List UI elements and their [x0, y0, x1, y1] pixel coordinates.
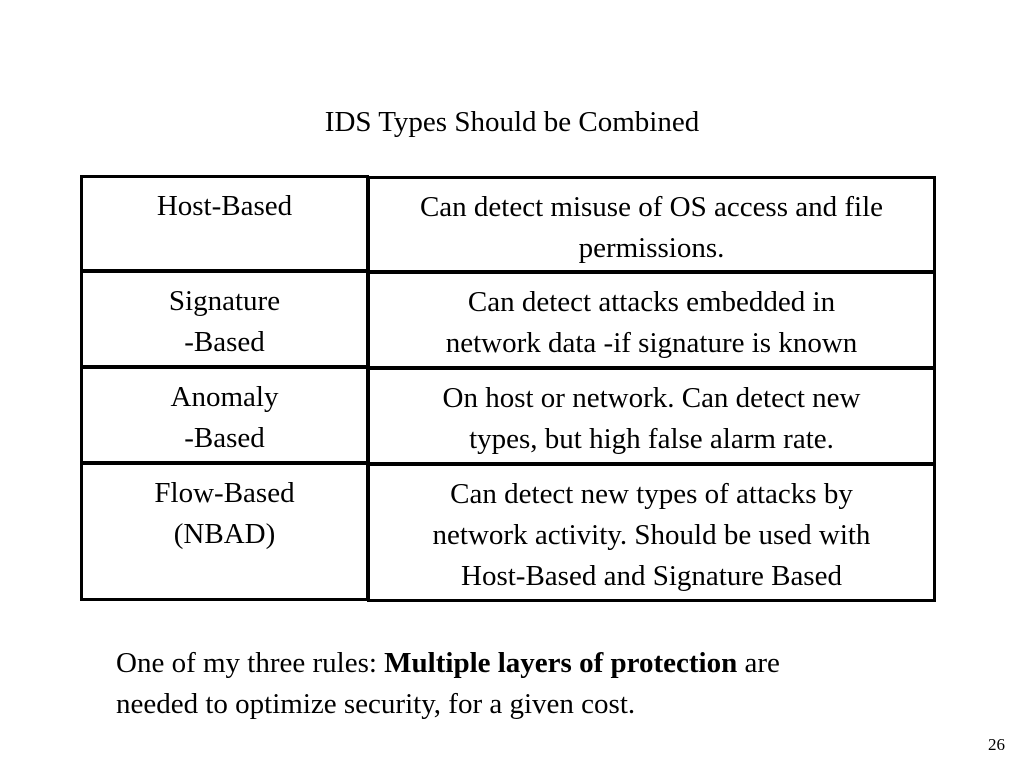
slide-title: IDS Types Should be Combined: [324, 106, 700, 138]
description-line: permissions.: [578, 232, 725, 264]
description-line: Can detect attacks embedded in: [467, 286, 836, 318]
type-label-line: -Based: [184, 326, 265, 358]
description-line: network activity. Should be used with: [432, 519, 871, 551]
table-row-type-cell: Flow-Based (NBAD): [80, 462, 369, 601]
footer-line-1: One of my three rules: Multiple layers o…: [116, 643, 936, 684]
type-label-line: Anomaly: [170, 381, 279, 413]
table-row-type-cell: Signature -Based: [80, 270, 369, 368]
description-line: Can detect new types of attacks by: [450, 478, 853, 510]
table-row-type-cell: Host-Based: [80, 175, 369, 272]
description-line: Can detect misuse of OS access and file: [419, 191, 884, 223]
table-row-description-cell: On host or network. Can detect new types…: [367, 367, 936, 465]
type-label-line: -Based: [184, 422, 265, 454]
type-label-line: Host-Based: [156, 190, 293, 222]
footer-suffix: are: [737, 647, 780, 679]
table-row-type-cell: Anomaly -Based: [80, 366, 369, 464]
description-line: On host or network. Can detect new: [442, 382, 861, 414]
footer-line-2: needed to optimize security, for a given…: [116, 688, 636, 720]
type-label-line: Flow-Based: [154, 477, 295, 509]
page-number: 26: [988, 735, 1005, 754]
table-row-description-cell: Can detect new types of attacks by netwo…: [367, 463, 936, 602]
footer-note: One of my three rules: Multiple layers o…: [116, 643, 936, 725]
description-line: types, but high false alarm rate.: [469, 423, 834, 455]
description-line: Host-Based and Signature Based: [461, 560, 842, 592]
description-line: network data -if signature is known: [445, 327, 858, 359]
type-label-line: Signature: [168, 285, 281, 317]
type-label-line: (NBAD): [173, 518, 276, 550]
footer-prefix: One of my three rules:: [116, 647, 385, 679]
footer-emphasis: Multiple layers of protection: [384, 647, 738, 679]
table-row-description-cell: Can detect misuse of OS access and file …: [367, 176, 936, 273]
table-row-description-cell: Can detect attacks embedded in network d…: [367, 271, 936, 369]
